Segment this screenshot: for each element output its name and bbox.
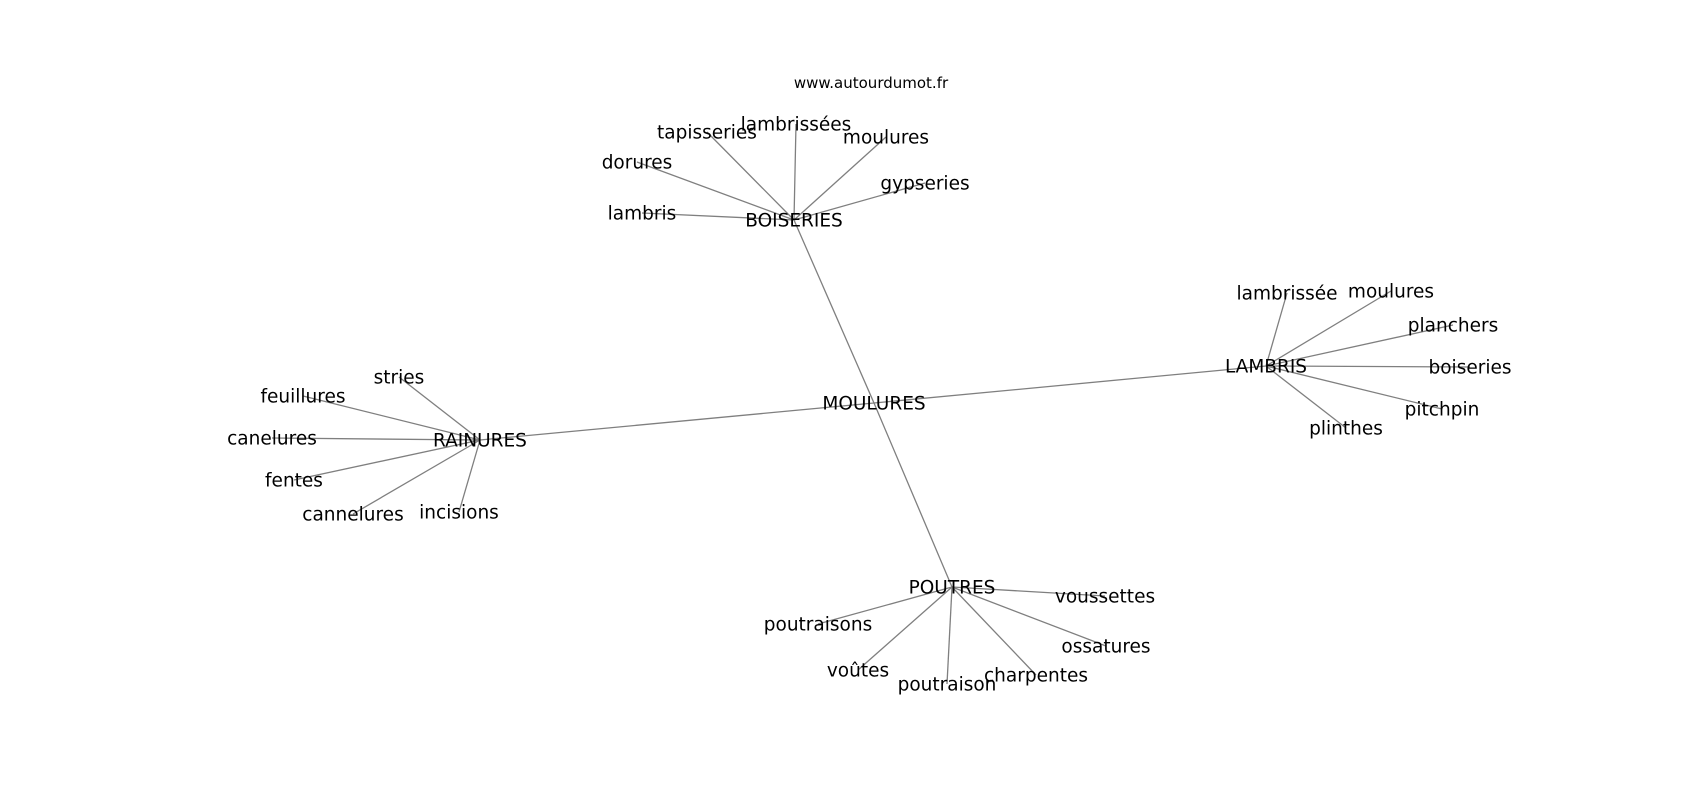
graph-edges <box>271 123 1471 685</box>
leaf-node: charpentes <box>984 666 1088 687</box>
leaf-node: lambrissées <box>741 115 852 136</box>
edge-hub-to-leaf <box>636 161 795 221</box>
edge-hub-to-leaf <box>951 586 1106 597</box>
leaf-node: poutraisons <box>764 615 872 636</box>
edge-hub-to-leaf <box>946 586 953 685</box>
edge-hub-to-leaf <box>951 586 1107 647</box>
leaf-node: cannelures <box>302 505 403 526</box>
leaf-node: lambrissée <box>1236 284 1337 305</box>
leaf-node: incisions <box>419 503 499 524</box>
leaf-node: gypseries <box>880 174 969 195</box>
edge-hub-to-leaf <box>458 439 481 513</box>
edge-hub-to-leaf <box>951 586 1037 676</box>
edge-hub-to-leaf <box>302 395 481 441</box>
edge-hub-to-leaf <box>398 376 481 441</box>
hub-node: RAINURES <box>433 431 527 452</box>
leaf-node: voussettes <box>1055 587 1155 608</box>
edge-center-to-hub <box>873 402 953 588</box>
leaf-node: moulures <box>843 128 929 149</box>
leaf-node: dorures <box>602 153 673 174</box>
edge-hub-to-leaf <box>293 439 481 481</box>
graph-labels: www.autourdumot.fr MOULURES BOISERIES lamb… <box>227 74 1511 696</box>
hub-node: POUTRES <box>909 578 996 599</box>
edge-hub-to-leaf <box>793 123 797 221</box>
leaf-node: planchers <box>1408 316 1498 337</box>
leaf-node: stries <box>374 368 425 389</box>
leaf-node: ossatures <box>1061 637 1150 658</box>
leaf-node: plinthes <box>1309 419 1383 440</box>
edge-hub-to-leaf <box>857 586 953 671</box>
edge-hub-to-leaf <box>817 586 953 625</box>
leaf-node: tapisseries <box>657 123 757 144</box>
edge-hub-to-leaf <box>1265 290 1392 367</box>
edge-hub-to-leaf <box>793 182 926 221</box>
leaf-node: boiseries <box>1429 358 1512 379</box>
leaf-node: feuillures <box>261 387 346 408</box>
source-watermark: www.autourdumot.fr <box>794 74 949 92</box>
edge-center-to-hub <box>793 219 875 404</box>
leaf-node: fentes <box>265 471 323 492</box>
leaf-node: poutraison <box>898 675 997 696</box>
edge-hub-to-leaf <box>1265 324 1454 367</box>
leaf-node: voûtes <box>827 661 889 682</box>
hub-node: BOISERIES <box>745 211 843 232</box>
leaf-node: moulures <box>1348 282 1434 303</box>
leaf-node: lambris <box>608 204 677 225</box>
edge-hub-to-leaf <box>1265 365 1471 368</box>
edge-hub-to-leaf <box>641 212 795 221</box>
edge-hub-to-leaf <box>706 131 795 221</box>
edge-center-to-hub <box>479 402 875 441</box>
edge-hub-to-leaf <box>1265 365 1443 410</box>
edge-hub-to-leaf <box>1265 365 1347 429</box>
edge-center-to-hub <box>873 365 1267 404</box>
edge-hub-to-leaf <box>793 136 887 221</box>
center-node: MOULURES <box>822 394 925 415</box>
edge-hub-to-leaf <box>352 439 481 515</box>
leaf-node: canelures <box>227 429 317 450</box>
hub-node: LAMBRIS <box>1225 357 1307 378</box>
edge-hub-to-leaf <box>271 437 481 441</box>
leaf-node: pitchpin <box>1405 400 1480 421</box>
edge-hub-to-leaf <box>1265 292 1288 367</box>
